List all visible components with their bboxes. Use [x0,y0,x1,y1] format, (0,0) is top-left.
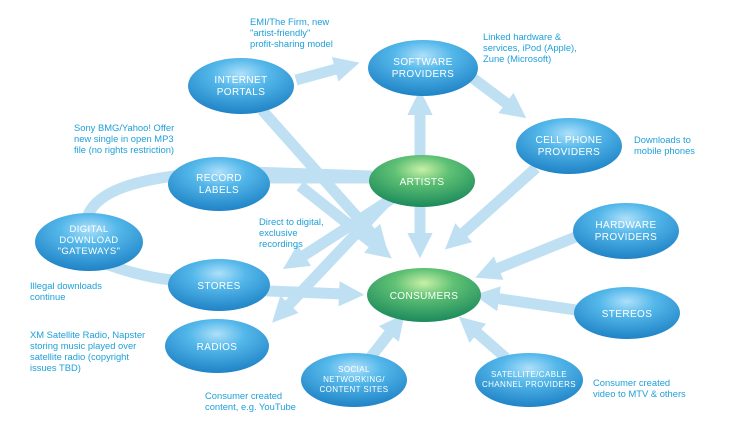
annotation-downloads-mobile: Downloads to mobile phones [634,134,695,156]
arrow-internet-to-consumers [257,106,388,252]
arrow-social-to-consumers [365,314,405,362]
node-radios: RADIOS [165,319,269,373]
node-stereos: STEREOS [574,287,680,339]
annotation-illegal: Illegal downloads continue [30,280,102,302]
arrow-labels-to-consumers [296,181,392,259]
svg-text:RADIOS: RADIOS [197,342,238,353]
node-artists: ARTISTS [369,155,475,207]
arrow-internet-to-software [294,57,360,86]
annotation-direct-digital: Direct to digital, exclusive recordings [259,216,324,249]
arrow-stereos-to-consumers [473,286,577,316]
annotation-emi: EMI/The Firm, new "artist-friendly" prof… [250,16,333,49]
connections [80,57,581,363]
svg-text:STORES: STORES [197,281,240,292]
arrow-hardware-to-consumers [475,230,581,280]
annotation-linked-hardware: Linked hardware & services, iPod (Apple)… [483,31,577,64]
svg-text:ARTISTS: ARTISTS [400,177,445,188]
arrow-cellphone-to-consumers [444,163,540,250]
node-stores: STORES [168,259,270,311]
svg-text:STEREOS: STEREOS [602,309,653,320]
svg-text:CONSUMERS: CONSUMERS [390,291,459,302]
annotation-consumer-video: Consumer created video to MTV & others [593,377,686,399]
annotation-sony: Sony BMG/Yahoo! Offer new single in open… [74,122,175,155]
annotation-xm: XM Satellite Radio, Napster storing musi… [30,329,146,373]
arrow-software-to-cellphone [466,71,527,119]
annotation-consumer-content: Consumer created content, e.g. YouTube [205,390,296,412]
node-consumers: CONSUMERS [367,268,481,322]
arrow-satellite-to-consumers [458,316,510,363]
